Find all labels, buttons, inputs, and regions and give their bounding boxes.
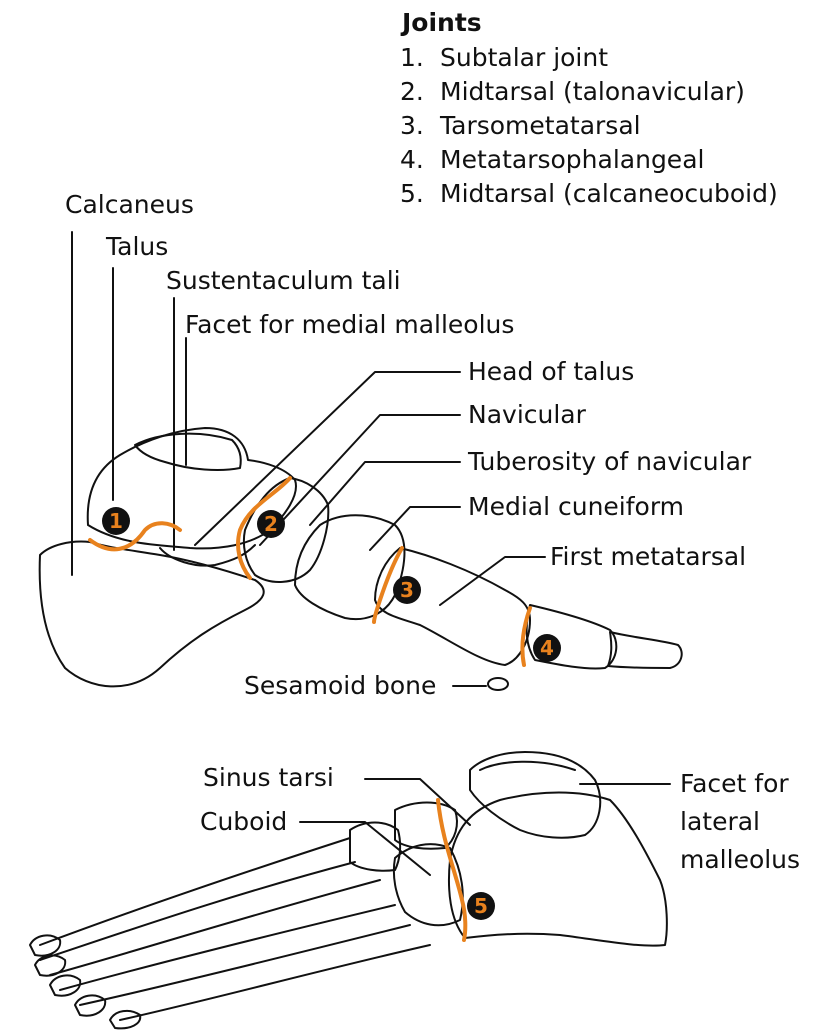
legend-item: 5. Midtarsal (calcaneocuboid) <box>400 177 778 211</box>
legend-number: 2. <box>400 77 424 106</box>
legend-number: 4. <box>400 145 424 174</box>
calcaneus-bone <box>38 540 265 688</box>
joint-line-tarsometatarsal <box>372 546 404 624</box>
cuboid-bone <box>392 843 464 927</box>
legend-item: 2. Midtarsal (talonavicular) <box>400 75 778 109</box>
label-medial-cuneiform: Medial cuneiform <box>468 492 685 521</box>
joint-line-metatarsophalangeal <box>520 606 532 667</box>
legend-label: Midtarsal (talonavicular) <box>440 77 745 106</box>
legend-label: Tarsometatarsal <box>440 111 641 140</box>
svg-text:2: 2 <box>264 512 278 536</box>
svg-text:1: 1 <box>109 509 123 533</box>
label-cuboid: Cuboid <box>200 807 288 836</box>
joint-line-talonavicular <box>236 476 292 580</box>
legend-label: Subtalar joint <box>440 43 609 72</box>
joint-marker: 3 <box>393 576 421 604</box>
label-first-metatarsal: First metatarsal <box>550 542 747 571</box>
label-tuberosity-navicular: Tuberosity of navicular <box>468 447 752 476</box>
joint-marker: 2 <box>257 510 285 538</box>
medial-cuneiform-bone <box>294 514 406 620</box>
label-sesamoid-bone: Sesamoid bone <box>244 671 437 700</box>
joint-line-subtalar <box>88 521 182 552</box>
calcaneus-lateral-bone <box>447 791 668 947</box>
sesamoid-bone <box>487 677 509 691</box>
label-facet-medial-malleolus: Facet for medial malleolus <box>185 310 515 339</box>
legend-label: Metatarsophalangeal <box>440 145 705 174</box>
legend-title: Joints <box>402 8 482 37</box>
talus-bone <box>86 427 297 550</box>
phalanx-bone <box>607 631 683 669</box>
joint-marker: 4 <box>533 634 561 662</box>
label-sustentaculum-tali: Sustentaculum tali <box>166 266 401 295</box>
phalanx-bone <box>525 604 618 670</box>
label-facet-lateral-line1: Facet for <box>680 769 789 798</box>
legend-label: Midtarsal (calcaneocuboid) <box>440 179 778 208</box>
svg-text:3: 3 <box>400 578 414 602</box>
svg-text:4: 4 <box>540 636 554 660</box>
label-talus: Talus <box>106 232 169 261</box>
label-sinus-tarsi: Sinus tarsi <box>203 763 334 792</box>
joints-legend: Joints 1. Subtalar joint 2. Midtarsal (tal… <box>400 8 778 211</box>
legend-number: 5. <box>400 179 424 208</box>
label-calcaneus: Calcaneus <box>65 190 194 219</box>
label-navicular: Navicular <box>468 400 586 429</box>
talus-lateral-bone <box>469 751 602 839</box>
joint-marker: 5 <box>467 892 495 920</box>
first-metatarsal-bone <box>374 547 531 666</box>
legend-number: 1. <box>400 43 424 72</box>
joint-line-calcaneocuboid <box>436 798 468 942</box>
legend-item: 4. Metatarsophalangeal <box>400 143 778 177</box>
label-head-of-talus: Head of talus <box>468 357 635 386</box>
legend-number: 3. <box>400 111 424 140</box>
label-facet-lateral-line3: malleolus <box>680 845 801 874</box>
legend-item: 1. Subtalar joint <box>400 41 778 75</box>
label-facet-lateral-line2: lateral <box>680 807 760 836</box>
joint-marker: 1 <box>102 507 130 535</box>
legend-item: 3. Tarsometatarsal <box>400 109 778 143</box>
svg-text:5: 5 <box>474 894 488 918</box>
